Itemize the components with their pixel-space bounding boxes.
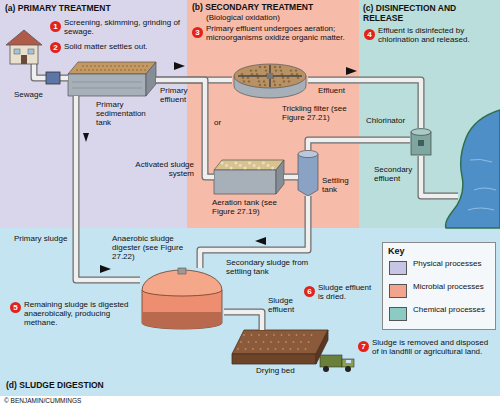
system-label: Activated sludge system — [128, 160, 194, 178]
callout-text: Remaining sludge is digested anaerobical… — [24, 300, 130, 327]
house — [6, 30, 42, 64]
pipe-bore — [156, 80, 214, 177]
trickling-filter-picture — [232, 60, 308, 100]
legend-swatch — [389, 307, 407, 321]
trickling-filter: Trickling filter (see Figure 27.21) — [232, 60, 308, 100]
tank-label: Anaerobic sludge digester (see Figure 27… — [112, 234, 188, 261]
pipe-label: Primary effluent — [160, 86, 198, 104]
pipe-label: Effluent — [318, 86, 358, 95]
pipe-label: Primary sludge — [14, 234, 70, 243]
settling-tank: Settling tank — [298, 150, 318, 196]
legend-swatch — [389, 284, 407, 298]
screening-box — [46, 72, 60, 84]
legend-row: Microbial processes — [389, 282, 491, 302]
tank-label: Trickling filter (see Figure 27.21) — [282, 104, 360, 122]
tank-label: Settling tank — [322, 176, 366, 194]
callout-text: Sludge is removed and disposed of in lan… — [372, 338, 496, 356]
callout-text: Primary effluent undergoes aeration; mic… — [206, 24, 356, 42]
pipe-bore — [284, 175, 298, 180]
callout-number: 6 — [304, 286, 315, 297]
sludge-digester: Anaerobic sludge digester (see Figure 27… — [140, 268, 224, 330]
chlorinator-picture — [410, 128, 432, 156]
pipe-label: Sewage — [14, 90, 54, 99]
truck — [320, 355, 354, 372]
region-heading: (a) PRIMARY TREATMENT — [5, 4, 183, 14]
aeration-tank: Aeration tank (see Figure 27.19) — [214, 160, 284, 194]
sludge-digester-picture — [140, 268, 224, 330]
legend-row: Physical processes — [389, 259, 491, 279]
pipe-wall — [224, 312, 262, 330]
callout-number: 5 — [10, 302, 21, 313]
pipe-connector — [76, 96, 140, 280]
legend-text: Physical processes — [413, 259, 489, 268]
pipe-connector — [308, 140, 410, 150]
callout-text: Screening, skimming, grinding of sewage. — [64, 18, 182, 36]
pipe-bore — [308, 140, 410, 150]
region-heading: (b) SECONDARY TREATMENT — [192, 3, 356, 13]
callout-text: Solid matter settles out. — [64, 42, 182, 51]
pipe-connector — [156, 80, 214, 177]
pipe-wall — [284, 174, 298, 181]
tank-label: Primary sedimentation tank — [96, 100, 156, 127]
pipe-bore — [200, 196, 308, 268]
pipe-connector — [224, 312, 262, 330]
region-subheading: (Biological oxidation) — [206, 13, 346, 22]
drying-bed: Drying bed — [232, 330, 328, 364]
pipe-wall — [156, 80, 214, 177]
callout-number: 7 — [358, 341, 369, 352]
pipe-bore — [224, 312, 262, 330]
callout-number: 4 — [364, 29, 375, 40]
callout-text: Sludge effluent is dried. — [318, 283, 378, 301]
pipe-bore — [308, 80, 421, 128]
tank-label: Chlorinator — [366, 116, 408, 125]
callout-number: 2 — [50, 42, 61, 53]
or-label: or — [214, 118, 228, 127]
sedimentation-tank: Primary sedimentation tank — [68, 62, 156, 96]
callout-text: Effluent is disinfected by chlorination … — [378, 26, 496, 44]
tank-label: Drying bed — [256, 366, 306, 375]
secondary-effluent-pipe — [421, 156, 458, 196]
region-heading: (c) DISINFECTION AND RELEASE — [363, 4, 497, 23]
legend-title: Key — [388, 246, 428, 256]
chlorinator: Chlorinator — [410, 128, 432, 156]
tank-label: Aeration tank (see Figure 27.19) — [212, 198, 292, 216]
legend-row: Chemical processes — [389, 305, 491, 325]
pipe-wall — [308, 80, 421, 128]
pipe-wall — [76, 96, 140, 280]
pipe-connector — [308, 80, 421, 128]
legend-swatch — [389, 261, 407, 275]
pipe-label: Secondary sludge from settling tank — [226, 258, 316, 276]
sedimentation-tank-picture — [68, 62, 156, 96]
pipe-wall — [308, 140, 410, 150]
callout-number: 3 — [192, 27, 203, 38]
callout-number: 1 — [50, 21, 61, 32]
copyright: © BENJAMIN/CUMMINGS — [4, 397, 204, 405]
pipe-label: Sludge effluent — [268, 296, 302, 314]
pipe-wall — [200, 196, 308, 268]
flow-arrow — [83, 62, 357, 273]
aeration-tank-picture — [214, 160, 284, 194]
pipe-label: Secondary effluent — [374, 165, 414, 183]
pipe-bore — [76, 96, 140, 280]
sea — [446, 110, 500, 228]
pipe-connector — [284, 177, 298, 178]
region-heading: (d) SLUDGE DIGESTION — [6, 381, 206, 391]
legend-text: Microbial processes — [413, 282, 489, 291]
legend-text: Chemical processes — [413, 305, 489, 314]
settling-tank-picture — [298, 150, 318, 196]
drying-bed-picture — [232, 330, 328, 364]
pipe-connector — [200, 196, 308, 268]
